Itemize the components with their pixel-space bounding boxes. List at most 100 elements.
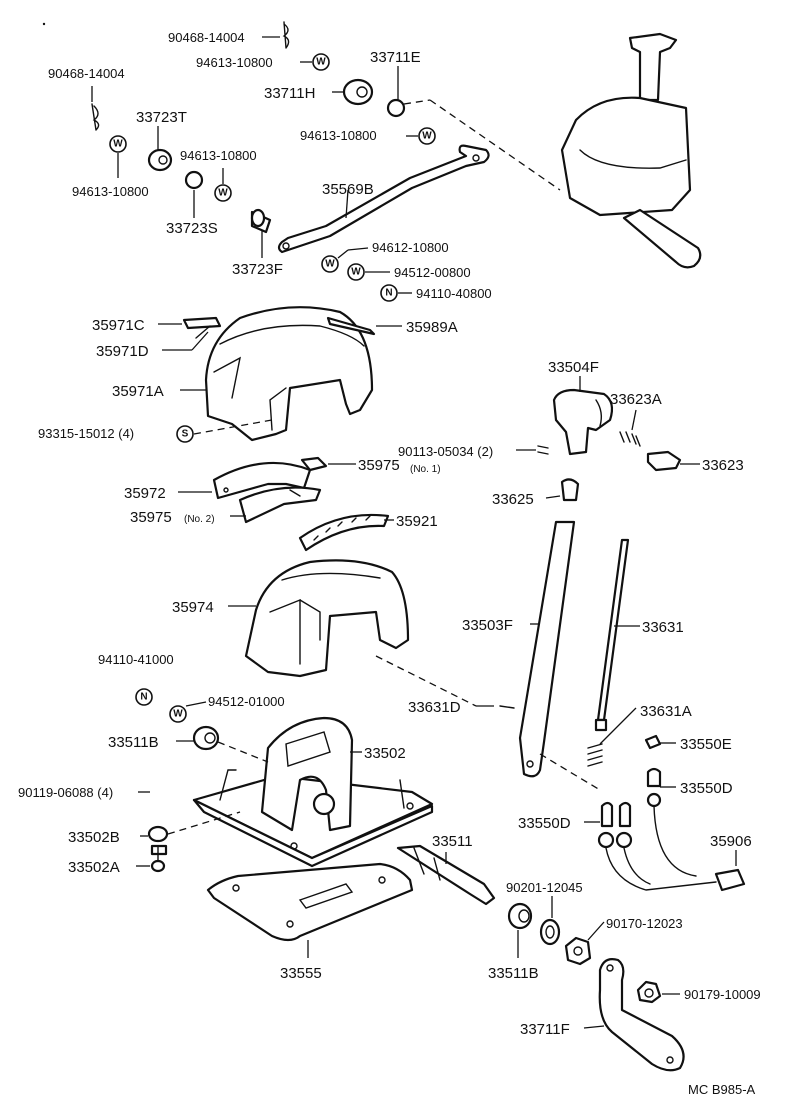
label-33502: 33502 [364,745,406,762]
label-35921: 35921 [396,513,438,530]
leader [191,331,209,351]
label-33723F: 33723F [232,261,283,278]
svg-text:N: N [385,288,392,299]
label-94110-40800: 94110-40800 [416,286,492,301]
label-33723T: 33723T [136,109,187,126]
bulb-33550E [644,734,662,750]
label-35974: 35974 [172,599,214,616]
label-90201-12045: 90201-12045 [506,880,583,895]
dashed-guide [375,655,477,707]
label-35906: 35906 [710,833,752,850]
washer-symbol: W [347,263,365,281]
label-33511B-upper: 33511B [108,734,159,751]
svg-text:W: W [316,57,326,68]
indicator-cover-35971A [204,306,374,442]
leader [631,409,637,431]
bushing-33511B-lower [507,902,533,930]
washer-symbol: W [418,127,436,145]
indicator-plate-35975-no2 [238,486,322,524]
shift-knob-33504F [552,388,614,456]
bushing-33711H [342,78,374,106]
label-33711H: 33711H [264,85,315,102]
leader [599,707,637,745]
spring-33631A [587,743,603,767]
label-33550D-left: 33550D [518,815,571,832]
leader [545,495,561,499]
clip-35971D [195,325,211,339]
label-35971A: 35971A [112,383,164,400]
bushing-33511B-upper [192,725,220,751]
label-35975-no2: 35975 [130,509,172,526]
label-33711E: 33711E [370,49,421,66]
washer-symbol: W [321,255,339,273]
corner-dot [42,22,46,26]
dashed-guide [429,99,561,191]
lever-33711F [598,958,685,1072]
label-35989A: 35989A [406,319,458,336]
bushing-33502B [147,825,169,843]
dashed-guide [167,811,241,835]
label-33631: 33631 [642,619,684,636]
clip-pin-top [282,21,290,49]
label-33511B-lower: 33511B [488,965,539,982]
svg-text:W: W [422,131,432,142]
svg-text:W: W [113,139,123,150]
washer-symbol: W [214,184,232,202]
label-33623A: 33623A [610,391,662,408]
label-35975-no2-note: (No. 2) [184,514,215,525]
label-33550D-right: 33550D [680,780,733,797]
svg-text:W: W [218,188,228,199]
label-94613-10800: 94613-10800 [196,55,273,70]
dashed-guide [403,99,431,105]
label-94613-10800-right: 94613-10800 [180,148,257,163]
label-33631D: 33631D [408,699,461,716]
bushing-33723T [147,148,173,172]
svg-text:W: W [325,259,335,270]
spring-33623A [619,431,641,447]
label-35971C: 35971C [92,317,145,334]
clip-35971C [182,316,222,330]
washer-symbol: W [109,135,127,153]
label-33623: 33623 [702,457,744,474]
clip-pin-left [91,103,100,131]
dashed-guide [193,419,273,435]
label-33502A: 33502A [68,859,120,876]
pin-33631D [499,705,515,709]
label-35971D: 35971D [96,343,149,360]
label-35972: 35972 [124,485,166,502]
diagram-code: MC B985-A [688,1082,756,1097]
svg-text:N: N [140,692,147,703]
housing-35974 [244,559,410,678]
label-33555: 33555 [280,965,322,982]
leader [347,247,369,251]
nut-symbol: N [135,688,153,706]
label-35569B: 35569B [322,181,374,198]
label-33711F: 33711F [520,1021,570,1038]
label-90113-05034: 90113-05034 (2) [398,444,493,459]
svg-text:W: W [173,709,183,720]
svg-text:S: S [182,429,189,440]
label-94612-10800: 94612-10800 [372,240,449,255]
label-94613-10800-mid: 94613-10800 [300,128,377,143]
leader [345,189,349,219]
shaft-33511 [396,844,496,906]
leader [587,921,605,941]
indicator-plate-35975-no1 [300,456,328,472]
shift-lever-33503F [518,478,580,778]
base-plate-33555 [206,862,414,942]
label-33502B: 33502B [68,829,120,846]
label-33631A: 33631A [640,703,692,720]
leader [337,249,349,259]
screw-symbol: S [176,425,194,443]
label-94110-41000: 94110-41000 [98,652,174,667]
control-rod-35569B [277,144,490,254]
nut-90179-10009 [636,980,662,1004]
button-33623 [646,450,682,472]
bushing-33723S [184,170,204,190]
svg-text:W: W [351,267,361,278]
label-90179-10009: 90179-10009 [684,987,761,1002]
bulb-33550D-right [646,767,662,788]
strip-35989A [326,316,376,336]
label-35975-no1-note: (No. 1) [410,464,441,475]
